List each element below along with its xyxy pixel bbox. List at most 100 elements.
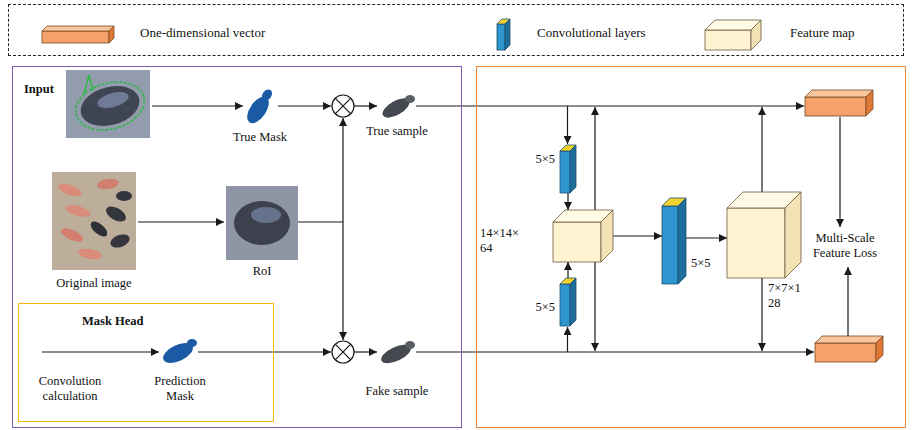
- flow-arrow: [278, 105, 331, 106]
- conv-shape: [662, 198, 686, 284]
- legend-box: One-dimensional vector Convolutional laye…: [8, 4, 904, 56]
- conv-shape: [560, 145, 576, 193]
- flow-arrow: [354, 351, 377, 352]
- fmap-front: [705, 30, 751, 50]
- mask-head: [187, 339, 197, 347]
- conv-side: [570, 278, 576, 326]
- image-caption: True Mask: [233, 130, 287, 145]
- conv-side: [570, 145, 576, 193]
- vector-side: [866, 90, 873, 116]
- flow-arrow: [138, 221, 224, 222]
- multiply-circle: [332, 95, 354, 117]
- flow-arrow: [567, 106, 568, 144]
- sample-head: [405, 341, 415, 349]
- mask-head: [260, 88, 274, 103]
- flow-arrow: [594, 262, 595, 351]
- pig: [64, 203, 92, 219]
- pig: [88, 219, 110, 240]
- true-sample-image: [380, 94, 415, 121]
- feature-map: 7×7×1 28: [727, 192, 801, 278]
- kernel-size: 5×5: [535, 300, 555, 315]
- fmap-shape: [727, 192, 801, 278]
- true-mask-image: [243, 88, 274, 127]
- conv-side: [678, 198, 686, 284]
- pig-highlight: [96, 89, 131, 111]
- conv-layer: 5×5: [560, 145, 576, 193]
- pig: [103, 203, 128, 224]
- legend-vector-icon: [42, 26, 114, 43]
- pig: [96, 177, 119, 191]
- legend-text: One-dimensional vector: [140, 25, 265, 41]
- multiply-cross: [335, 98, 351, 114]
- flow-arrow: [567, 327, 568, 352]
- flow-arrow: [761, 107, 762, 192]
- flow-arrow: [416, 105, 804, 106]
- multiply-cross: [335, 344, 351, 360]
- vector-block: [815, 336, 883, 362]
- conv-front: [560, 151, 570, 193]
- image-ground: [52, 172, 136, 270]
- feature-map: 14×14× 64: [553, 210, 613, 262]
- image-caption: Convolution calculation: [28, 374, 112, 404]
- box-heading: Mask Head: [82, 314, 143, 329]
- arrow-connector: [567, 193, 568, 210]
- multiply-symbol: [332, 341, 354, 363]
- pig-highlight: [251, 207, 281, 223]
- pig: [109, 232, 132, 250]
- vector-front: [815, 343, 876, 362]
- arrow-connector: [567, 262, 568, 278]
- fmap-front: [727, 208, 785, 278]
- legend-text: Convolutional layers: [537, 25, 646, 41]
- original-image: [52, 172, 136, 270]
- loss-label: Multi-Scale Feature Loss: [803, 231, 887, 261]
- contour-tail: [84, 75, 93, 94]
- image-caption: RoI: [253, 264, 272, 279]
- flow-arrow: [839, 117, 840, 227]
- vector-top: [42, 26, 114, 31]
- multiply-circle: [332, 341, 354, 363]
- flow-arrow: [342, 118, 343, 222]
- fmap-side: [601, 210, 613, 262]
- generator-panel: InputTrue MaskTrue sampleOriginal imageR…: [12, 66, 462, 428]
- multiply-symbol: [332, 95, 354, 117]
- discriminator-panel: Multi-Scale Feature Loss 5×5 14×14× 64 5×5 5…: [476, 66, 906, 428]
- pig-body: [234, 201, 290, 245]
- roi-image: [226, 186, 298, 260]
- vector-side: [109, 26, 114, 43]
- image-caption: Prediction Mask: [144, 374, 216, 404]
- contour-outline: [70, 75, 150, 138]
- vector-block: [805, 90, 873, 116]
- kernel-size: 5×5: [535, 152, 555, 167]
- image-ground: [66, 70, 150, 138]
- image-caption: Original image: [56, 276, 131, 291]
- mask-head-box: Mask HeadConvolution calculation Predicti…: [18, 303, 274, 422]
- flow-lines: [42, 106, 848, 352]
- fake-sample-image: [379, 341, 415, 367]
- flow-arrow: [198, 351, 331, 352]
- fmap-side: [751, 20, 761, 50]
- image-caption: True sample: [366, 124, 428, 139]
- prediction-mask-image: [160, 339, 197, 367]
- conv-layer: 5×5: [560, 278, 576, 326]
- image-caption: Fake sample: [366, 384, 429, 399]
- legend-feature-map-icon: [705, 20, 761, 50]
- fmap-side: [785, 192, 801, 278]
- conv-front: [560, 284, 570, 326]
- vector-top: [805, 90, 873, 97]
- dimension-label: 14×14× 64: [480, 226, 528, 256]
- conv-front: [662, 206, 678, 284]
- flow-arrow: [761, 278, 762, 351]
- flow-arrow: [594, 107, 595, 210]
- input-image: [66, 70, 150, 138]
- fmap-front: [553, 222, 601, 262]
- pig: [77, 247, 102, 261]
- conv-layer: 5×5: [662, 198, 686, 284]
- vector-front: [805, 97, 866, 116]
- flow-arrow: [354, 105, 377, 106]
- pig: [59, 225, 85, 244]
- image-ground: [226, 186, 298, 260]
- sample-head: [405, 95, 415, 103]
- arrow-connector: [613, 235, 662, 236]
- legend-text: Feature map: [790, 25, 855, 41]
